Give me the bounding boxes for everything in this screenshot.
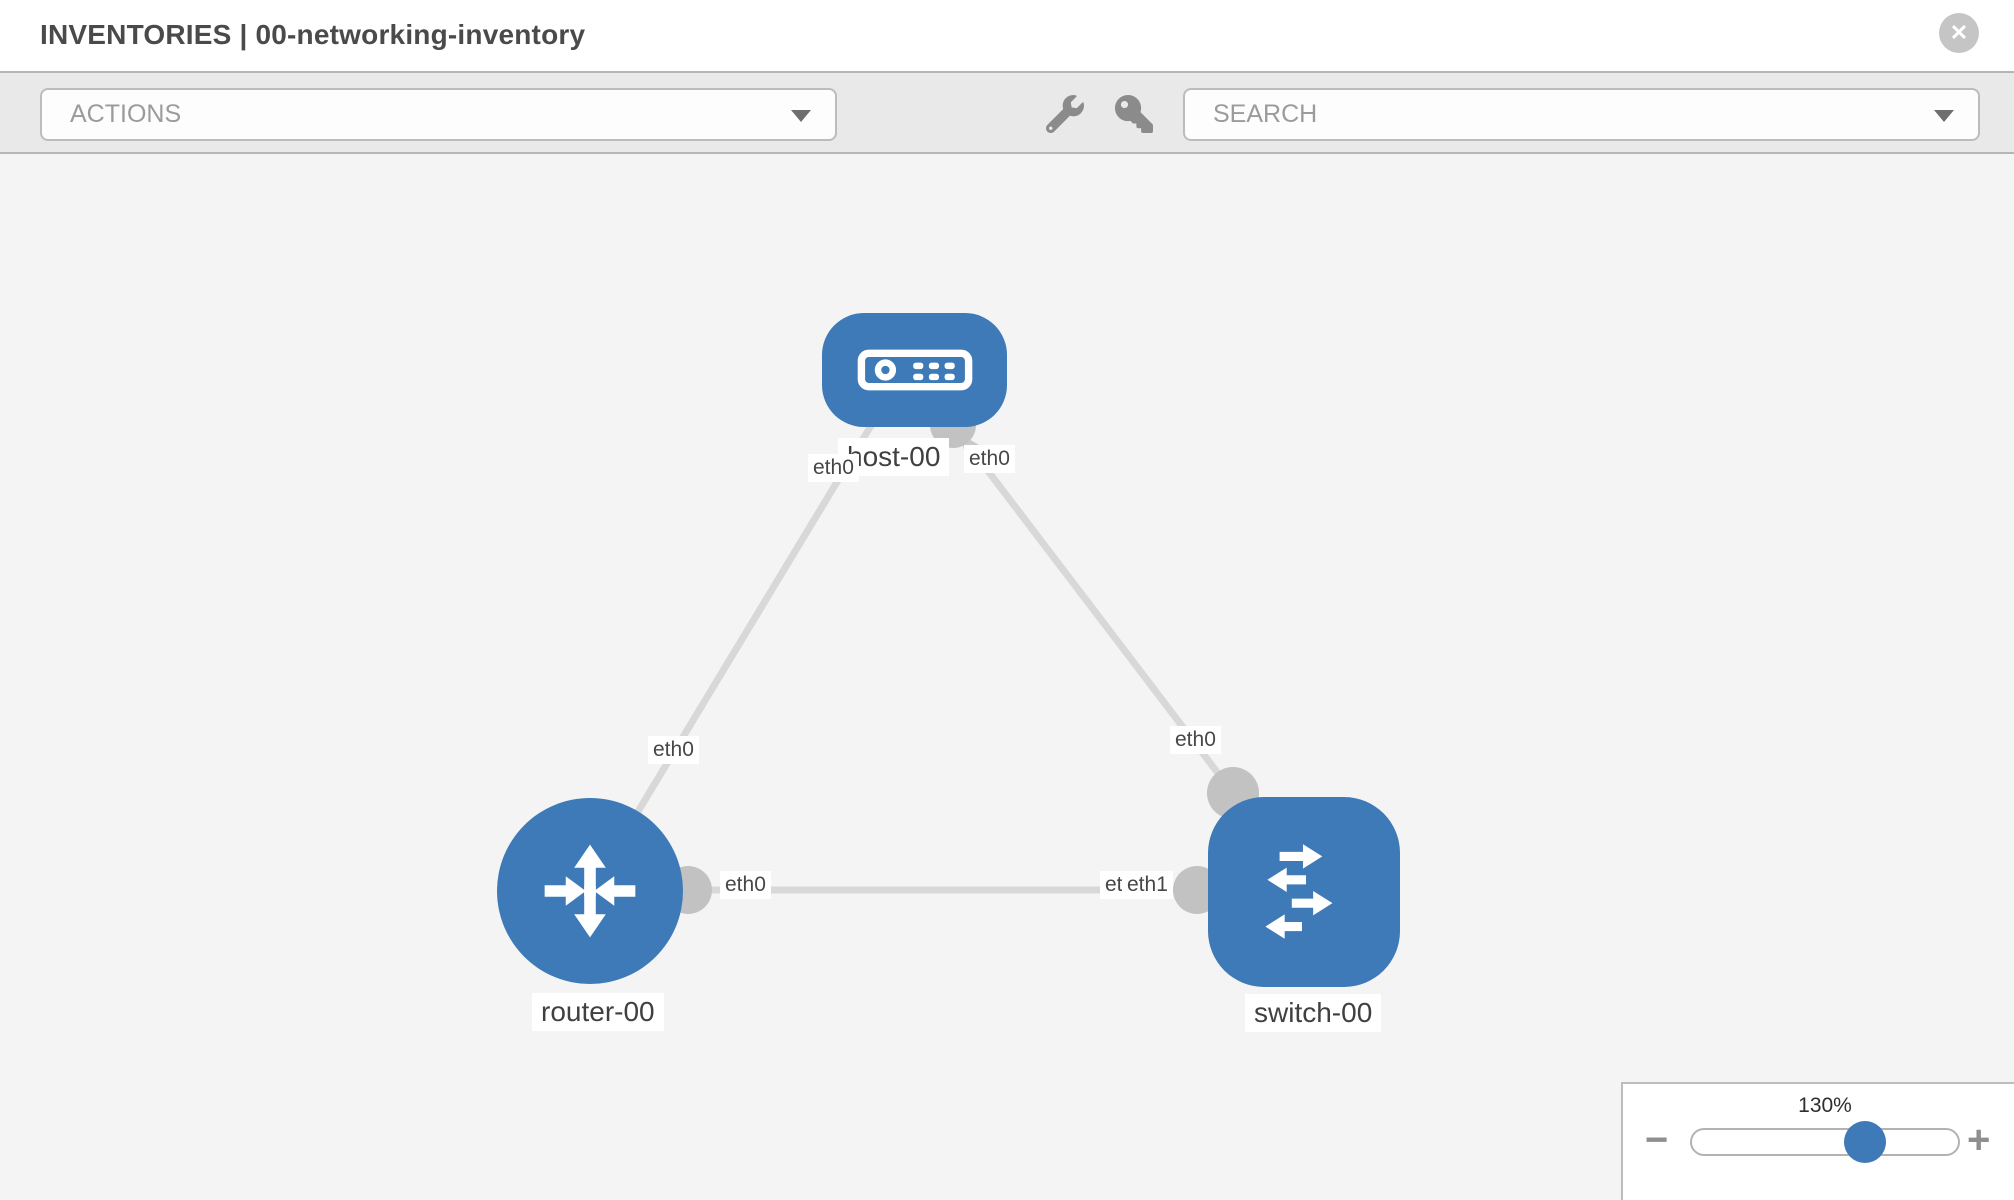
node-router-00[interactable] [497,798,683,984]
search-dropdown[interactable]: SEARCH [1183,88,1980,141]
node-label-switch-00: switch-00 [1245,994,1382,1032]
search-dropdown-label: SEARCH [1213,100,1318,128]
zoom-slider-thumb[interactable] [1844,1121,1886,1163]
node-label-router-00: router-00 [532,993,664,1031]
topology-links-layer [587,402,1259,914]
close-button[interactable]: ✕ [1939,13,1979,53]
zoom-slider-track[interactable] [1690,1128,1960,1156]
zoom-control-panel: 130% − + [1621,1082,2014,1200]
topology-canvas[interactable]: host-00 router-00 switch-00 eth0 eth0 et… [0,154,2014,1200]
interface-label-host-left: eth0 [808,454,859,482]
zoom-out-button[interactable]: − [1645,1118,1669,1162]
actions-dropdown[interactable]: ACTIONS [40,88,837,141]
wrench-icon[interactable] [1045,95,1084,134]
chevron-down-icon [1934,109,1954,122]
page-title: INVENTORIES | 00-networking-inventory [40,19,586,50]
router-icon [544,844,636,938]
interface-label-router-host-link: eth0 [648,736,699,764]
node-host-00[interactable] [822,313,1007,427]
interface-label-host-right: eth0 [964,445,1015,473]
zoom-in-button[interactable]: + [1967,1118,1991,1162]
interface-label-router-right: eth0 [720,871,771,899]
interface-label-switch-left: eth1 [1122,871,1173,899]
host-icon [857,349,972,391]
key-icon[interactable] [1115,95,1153,133]
zoom-level-value: 130% [1798,1094,1852,1117]
chevron-down-icon [791,109,811,122]
node-label-host-00: host-00 [838,438,950,476]
actions-dropdown-label: ACTIONS [70,100,182,128]
node-switch-00[interactable] [1208,797,1400,987]
close-icon: ✕ [1949,20,1969,45]
switch-icon [1265,844,1333,939]
toolbar: ACTIONS SEARCH [0,71,2014,154]
interface-label-switch-top: eth0 [1170,726,1221,754]
title-bar: INVENTORIES | 00-networking-inventory ✕ [0,0,2014,71]
